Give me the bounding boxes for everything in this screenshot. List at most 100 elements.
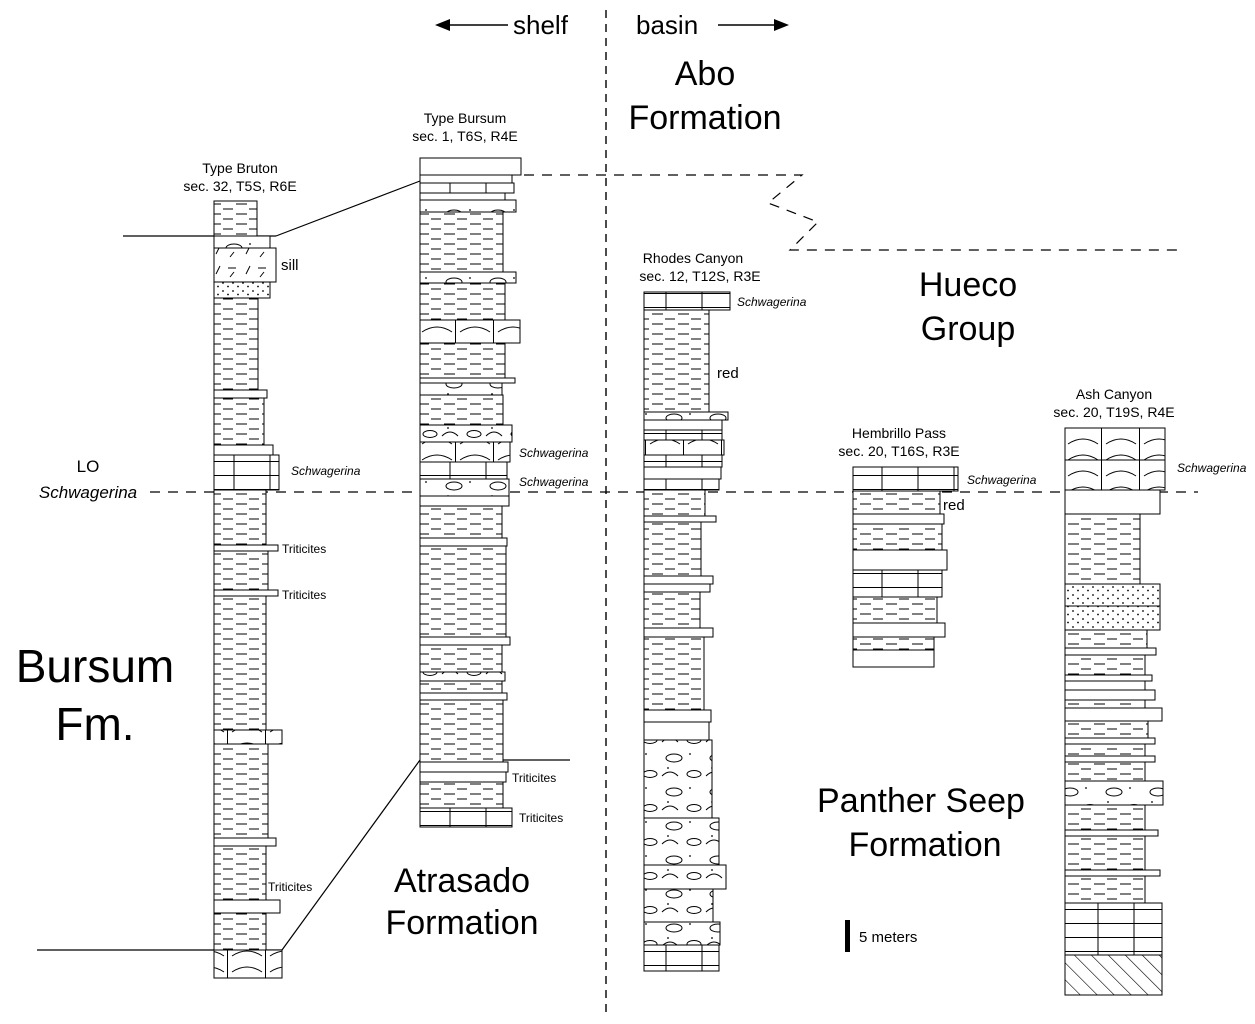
limestone-bed xyxy=(853,570,942,597)
section-title-rhodes-canyon: Rhodes Canyon xyxy=(643,250,743,266)
scale-bar-label: 5 meters xyxy=(859,929,917,946)
limestone-bed xyxy=(420,462,507,479)
blank-bed xyxy=(853,623,945,637)
section-title-ash-canyon: Ash Canyon xyxy=(1076,386,1152,402)
bruton-triticites-label-1: Triticites xyxy=(282,542,326,556)
blank-bed xyxy=(853,650,934,667)
blank-bed xyxy=(1065,830,1158,836)
section-location-type-bursum: sec. 1, T6S, R4E xyxy=(412,128,518,144)
limestone-bed xyxy=(420,808,512,827)
shale-bed xyxy=(214,744,268,838)
shale-bed xyxy=(420,700,503,762)
bruton-schwagerina-label: Schwagerina xyxy=(291,464,361,478)
section-location-type-bruton: sec. 32, T5S, R6E xyxy=(183,178,296,194)
bursum-formation-label: Bursum xyxy=(16,640,174,692)
blank-bed xyxy=(644,628,713,637)
shale-bed xyxy=(420,395,503,425)
panther-seep-formation-label: Panther Seep xyxy=(817,782,1025,820)
shale-bed xyxy=(1065,514,1140,584)
shale-bed xyxy=(1065,630,1147,648)
blank-bed xyxy=(1065,490,1160,514)
shale-bed xyxy=(420,782,503,808)
section-title-type-bruton: Type Bruton xyxy=(202,160,278,176)
bursum-schwagerina-label-2: Schwagerina xyxy=(519,475,589,489)
bursum-schwagerina-label-1: Schwagerina xyxy=(519,446,589,460)
blank-bed xyxy=(420,158,521,175)
blank-bed xyxy=(214,445,273,455)
nodular-limestone-bed xyxy=(644,865,726,889)
blank-bed xyxy=(1065,708,1162,721)
blank-bed xyxy=(420,538,507,546)
blank-bed xyxy=(420,378,515,383)
shelf-label: shelf xyxy=(513,10,569,40)
wavy-limestone-bed xyxy=(214,950,282,978)
panther-seep-formation-label-2: Formation xyxy=(848,826,1001,864)
blank-bed xyxy=(644,420,722,430)
limestone-bed xyxy=(853,467,958,491)
section-location-hembrillo-pass: sec. 20, T16S, R3E xyxy=(838,443,959,459)
limestone-bed xyxy=(644,945,719,971)
blank-bed xyxy=(1065,756,1155,762)
blank-bed xyxy=(214,545,278,551)
blank-bed xyxy=(420,175,512,183)
nodular-limestone-bed xyxy=(644,889,713,922)
abo-formation-label-2: Formation xyxy=(628,99,781,137)
limestone-bed xyxy=(214,455,279,490)
ash-schwagerina-label: Schwagerina xyxy=(1177,461,1247,475)
nodular-limestone-bed xyxy=(644,412,728,420)
abo-formation-label: Abo xyxy=(675,55,736,93)
shale-bed xyxy=(214,490,266,545)
rhodes-schwagerina-label: Schwagerina xyxy=(737,295,807,309)
nodular-limestone-bed xyxy=(420,200,516,212)
shale-bed xyxy=(214,201,257,236)
wavy-limestone-bed xyxy=(1065,460,1165,490)
section-location-rhodes-canyon: sec. 12, T12S, R3E xyxy=(639,268,760,284)
bursum-triticites-label-1: Triticites xyxy=(512,771,556,785)
blank-bed xyxy=(1065,675,1152,681)
abo-hueco-contact-line xyxy=(524,175,1182,250)
shale-bed xyxy=(644,310,709,412)
shale-bed xyxy=(214,913,266,950)
nodular-limestone-bed xyxy=(1065,781,1163,805)
section-column-ash-canyon xyxy=(1065,428,1165,995)
sandstone-bed xyxy=(1065,584,1160,606)
sandstone-bed xyxy=(1065,606,1160,630)
blank-bed xyxy=(420,193,505,200)
shale-bed xyxy=(1065,744,1145,756)
lo-datum-taxon-label: Schwagerina xyxy=(39,483,137,502)
atrasado-formation-label: Atrasado xyxy=(394,862,530,900)
wavy-limestone-bed xyxy=(420,442,510,462)
limestone-bed xyxy=(1065,903,1162,955)
hembrillo-schwagerina-label: Schwagerina xyxy=(967,473,1037,487)
atrasado-formation-label-2: Formation xyxy=(385,904,538,942)
blank-bed xyxy=(644,710,711,722)
shale-bed xyxy=(1065,655,1145,675)
wavy-limestone-bed xyxy=(1065,428,1165,460)
igneous-sill-bed xyxy=(214,248,276,282)
limestone-bed xyxy=(644,455,722,467)
blank-bed xyxy=(1065,681,1145,690)
nodular-limestone-bed xyxy=(420,672,505,681)
nodular-limestone-bed xyxy=(420,383,502,395)
blank-bed xyxy=(214,900,280,913)
nodular-limestone-bed xyxy=(420,425,512,442)
hueco-group-label: Hueco xyxy=(919,266,1017,304)
limestone-bed xyxy=(420,183,514,193)
nodular-limestone-bed xyxy=(644,740,712,818)
shale-bed xyxy=(420,212,503,272)
shale-bed xyxy=(420,343,505,378)
sandstone-bed xyxy=(214,282,270,298)
blank-bed xyxy=(214,838,276,846)
shale-bed xyxy=(214,846,266,900)
nodular-limestone-bed xyxy=(644,818,719,865)
shale-bed xyxy=(420,283,505,320)
wavy-limestone-bed xyxy=(214,730,282,744)
bruton-bursum-top-correlation xyxy=(276,181,420,236)
shale-bed xyxy=(420,506,502,538)
bruton-triticites-label-2: Triticites xyxy=(282,588,326,602)
nodular-limestone-bed xyxy=(214,236,270,248)
blank-bed xyxy=(644,516,716,522)
shale-bed xyxy=(214,398,264,445)
blank-bed xyxy=(1065,648,1156,655)
